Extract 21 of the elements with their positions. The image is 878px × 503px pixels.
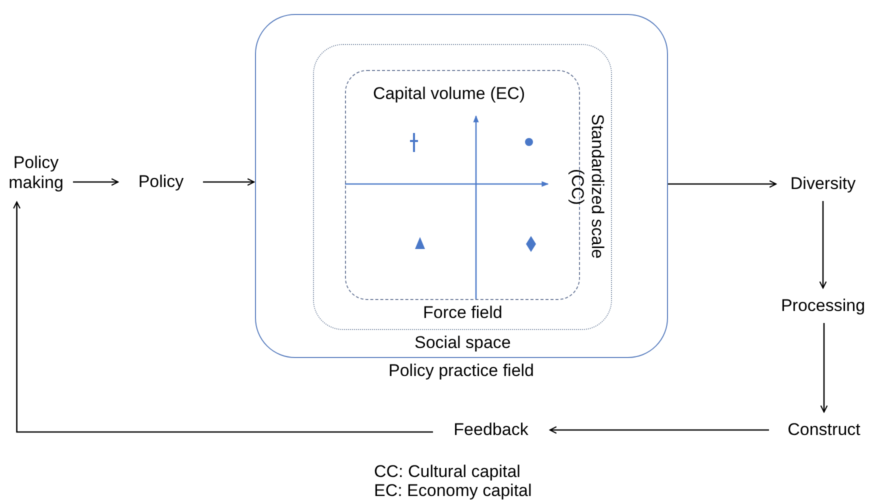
step-label: Policy making xyxy=(4,150,68,196)
axis-label: Standardized scale (CC) xyxy=(567,113,607,261)
axis-label: Capital volume (EC) xyxy=(372,84,526,104)
arrow xyxy=(819,201,827,289)
step-label: Policy xyxy=(124,170,198,194)
arrow xyxy=(668,180,777,188)
field-title: Social space xyxy=(414,333,511,353)
field-region xyxy=(313,44,612,353)
step-label: Diversity xyxy=(782,172,864,196)
field-title: Force field xyxy=(423,303,502,323)
step-label: Feedback xyxy=(438,418,544,442)
arrow xyxy=(73,178,119,186)
note-text: CC: Cultural capital xyxy=(374,462,522,482)
arrow xyxy=(549,426,769,434)
note-text: EC: Economy capital xyxy=(374,481,533,501)
step-label: Processing xyxy=(768,294,878,318)
field-title: Policy practice field xyxy=(388,361,534,381)
arrow xyxy=(13,201,433,433)
arrow xyxy=(820,323,828,413)
arrow xyxy=(203,178,255,186)
step-label: Construct xyxy=(774,418,874,442)
